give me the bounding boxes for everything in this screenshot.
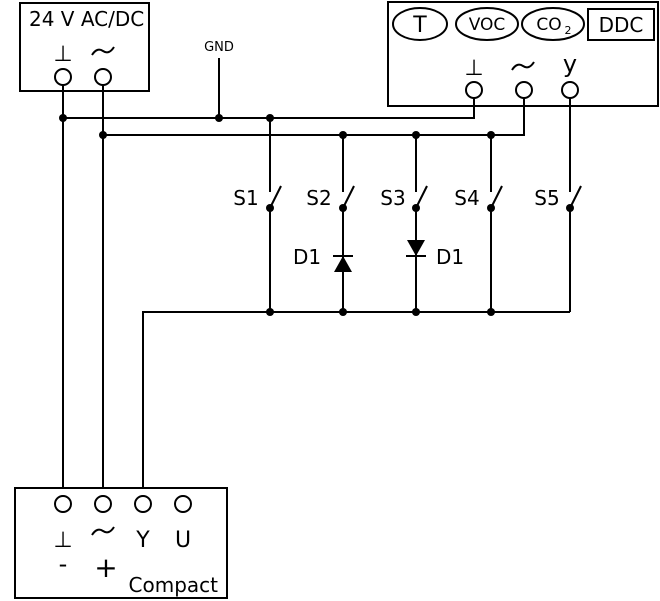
junction-dots [59,114,574,316]
switch-s5: S5 [534,185,582,312]
output-bus [142,311,570,488]
compact-minus-label: - [59,550,68,578]
supply-terminal-ac [94,68,112,86]
ground-bus [63,98,475,119]
supply-box: 24 V AC/DC ⊥ [19,2,150,92]
compact-terminal-ac [94,495,112,513]
supply-terminal-ground [54,68,72,86]
compact-plus-label: + [94,551,117,584]
switch-s1: S1 [233,185,282,312]
ddc-label-box [587,8,655,41]
ac-bus [103,98,525,136]
compact-name: Compact [129,573,219,597]
svg-text:T: T [412,13,427,38]
diode-label: D1 [293,245,321,269]
compact-u-label: U [175,528,191,553]
switch-s3: S3 [380,185,428,312]
ddc-ac-symbol [511,61,535,71]
supply-ac-symbol [91,46,115,56]
supply-ground-symbol: ⊥ [53,42,72,67]
sensor-voc [455,7,519,41]
sensor-co2 [521,7,585,41]
diode-label: D1 [436,245,464,269]
bus-wires [62,85,571,488]
gnd-label: GND [204,40,234,55]
ddc-signal-symbol: y [563,50,577,78]
diode-d1-right: D1 [406,240,464,269]
ddc-module-box: T VOC CO 2 DDC ⊥ y [387,1,659,107]
ddc-terminal-y [561,81,579,99]
svg-text:S4: S4 [454,186,479,210]
switch-s4: S4 [454,185,503,312]
compact-terminal-u [174,495,192,513]
ddc-terminal-ground [465,81,483,99]
svg-text:S1: S1 [233,186,258,210]
compact-y-label: Y [135,528,150,553]
diode-triangle [334,256,352,272]
diode-triangle [407,240,425,256]
switch-s2: S2 [306,185,355,312]
svg-text:S5: S5 [534,186,559,210]
ddc-label: DDC [599,13,644,37]
ddc-ground-symbol: ⊥ [464,56,483,81]
svg-text:CO: CO [536,15,561,35]
ddc-terminal-ac [515,81,533,99]
svg-text:S2: S2 [306,186,331,210]
compact-ground-symbol: ⊥ [53,528,72,553]
svg-text:VOC: VOC [469,15,506,35]
supply-title: 24 V AC/DC [29,7,144,31]
compact-ac-symbol [91,526,115,536]
svg-text:2: 2 [565,24,572,37]
compact-terminal-ground [54,495,72,513]
compact-terminal-y [134,495,152,513]
sensor-t [392,7,448,41]
svg-text:S3: S3 [380,186,405,210]
diode-d1-left: D1 [293,245,353,272]
compact-box: ⊥ Y U - + Compact [14,487,228,599]
